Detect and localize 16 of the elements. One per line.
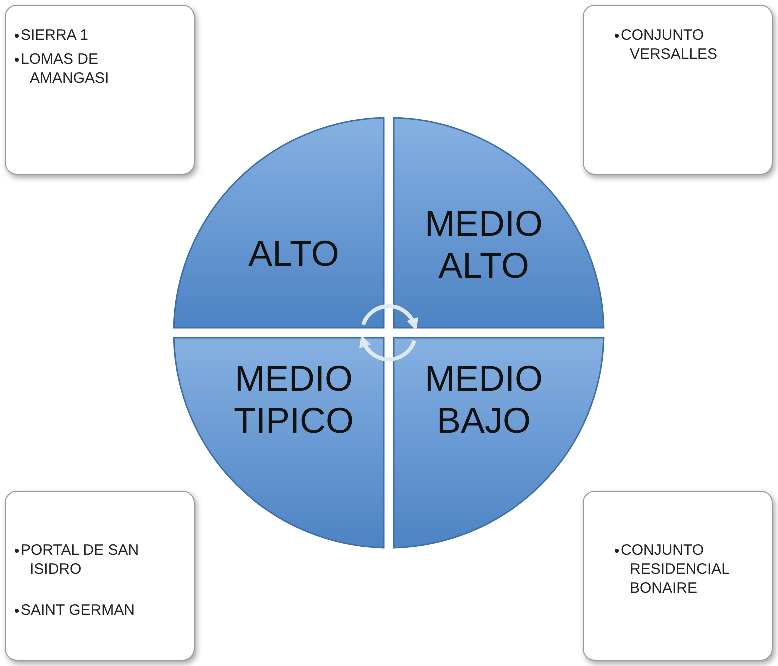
bullet-item: SIERRA 1 [21,26,90,45]
bullet-item: CONJUNTO VERSALLES [621,26,719,64]
bullet-item: SAINT GERMAN [21,601,136,620]
quadrant-label: MEDIO TIPICO [232,358,355,442]
quadrant-label: MEDIO BAJO [424,358,544,442]
text-card [583,5,773,175]
bullet-item: LOMAS DE AMANGASI [21,50,110,88]
cycle-arrow [362,304,418,331]
cycle-arrow [360,335,416,362]
quadrant-label: ALTO [248,233,340,275]
text-card [5,5,195,175]
bullet-item: CONJUNTO RESIDENCIAL BONAIRE [621,541,730,598]
text-card [583,491,773,661]
text-card [5,491,195,661]
bullet-item: PORTAL DE SAN ISIDRO [21,541,140,579]
quadrant-label: MEDIO ALTO [424,203,544,287]
